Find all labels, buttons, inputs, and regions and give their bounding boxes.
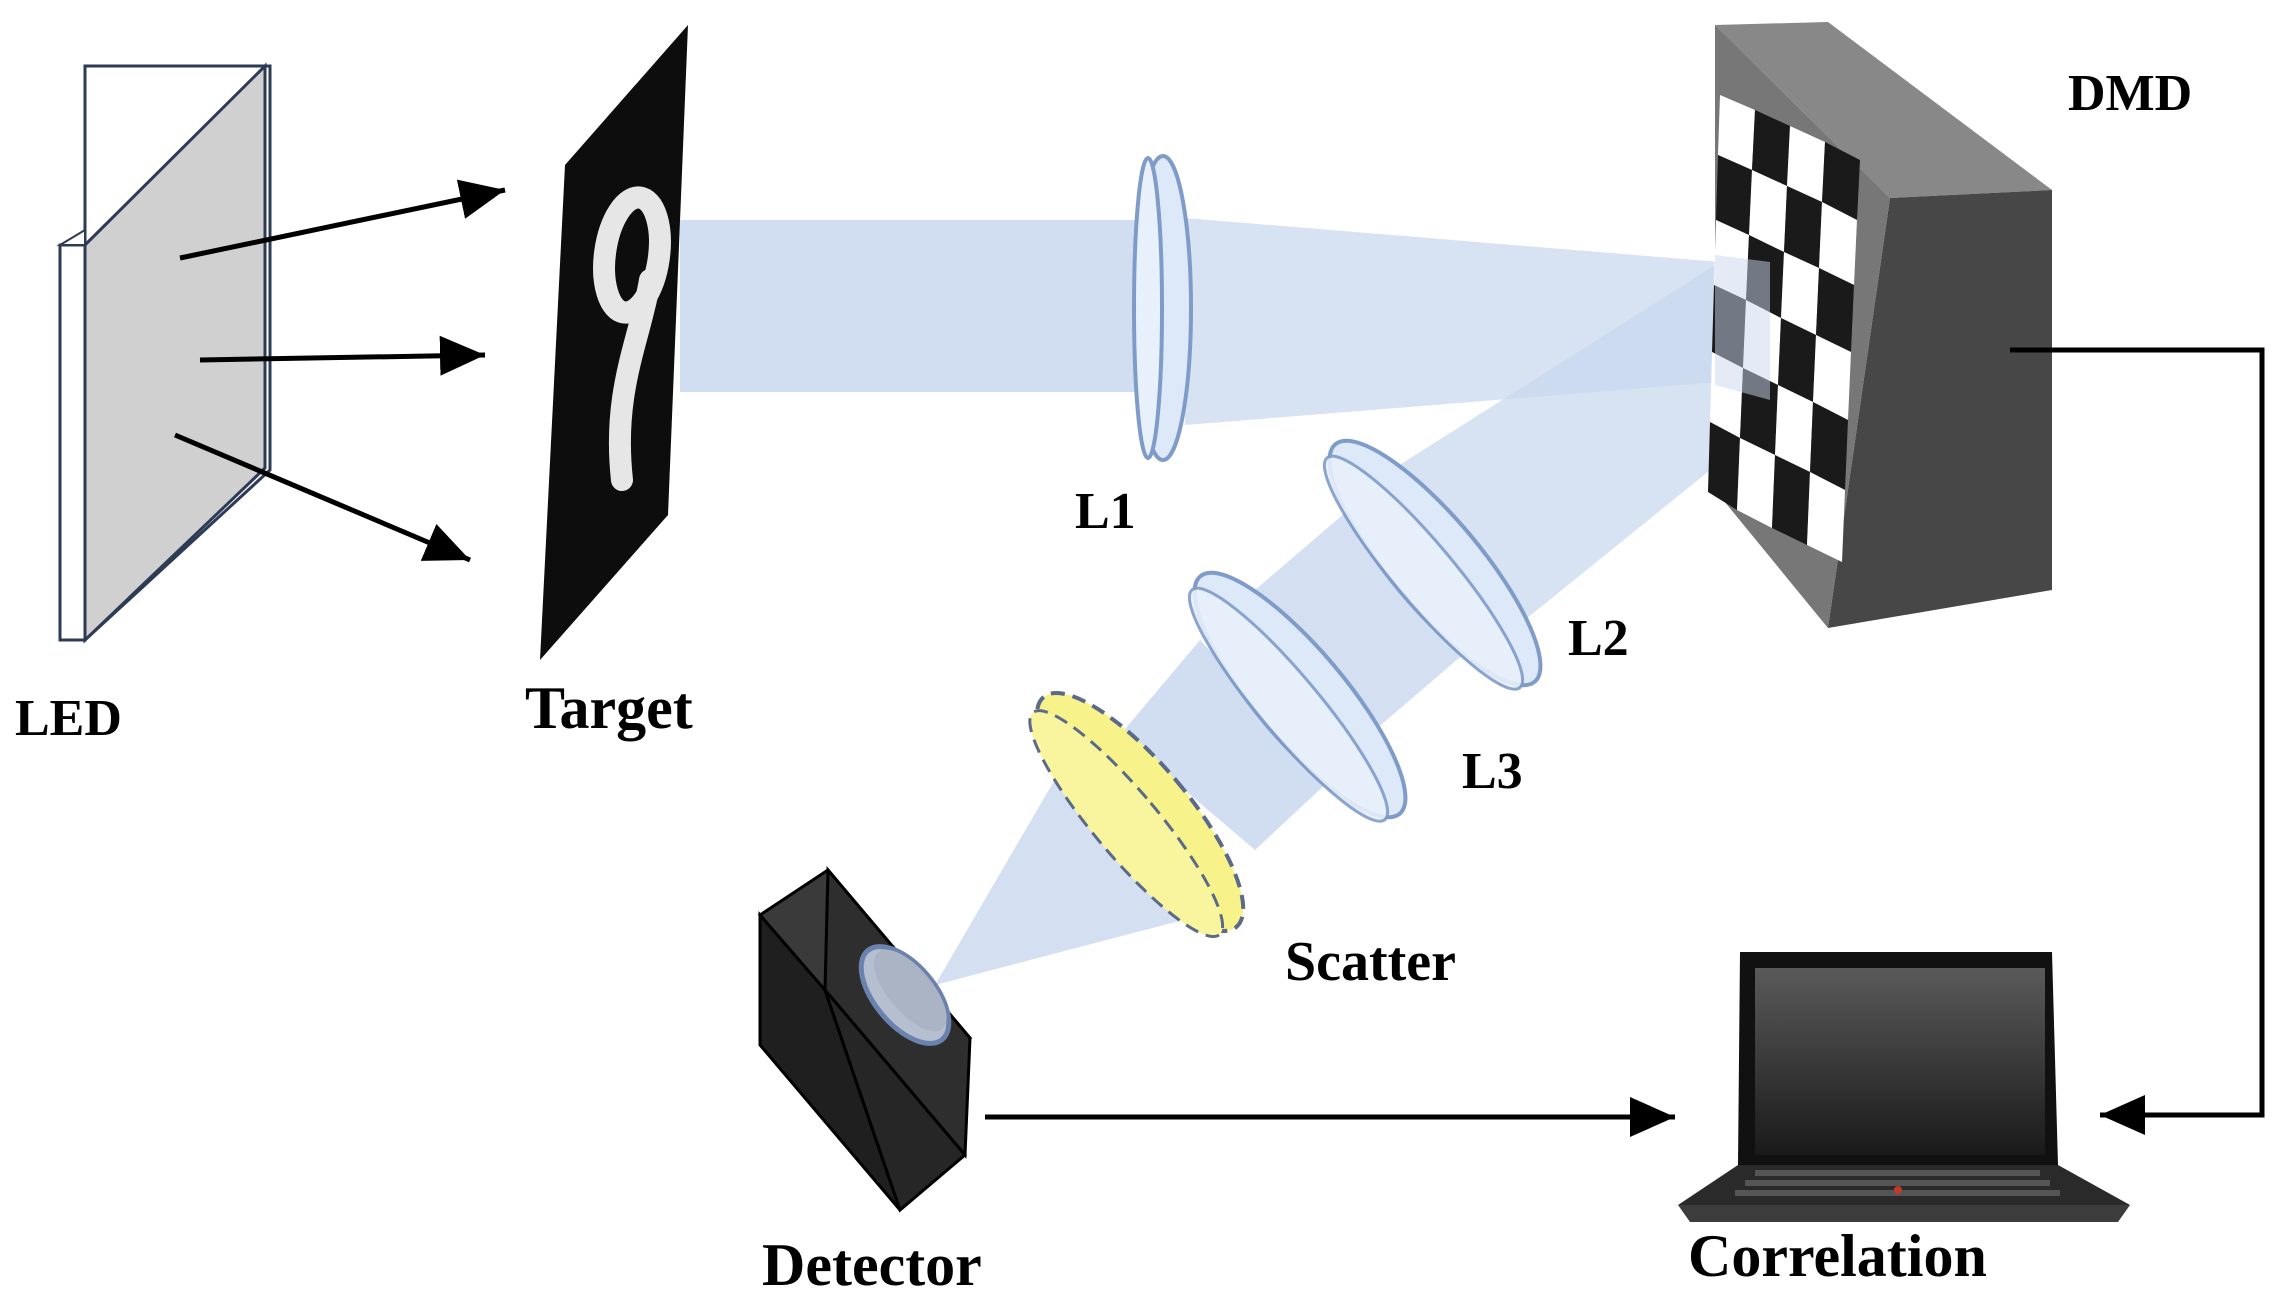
label-correlation: Correlation: [1688, 1223, 1987, 1289]
scatter-medium-icon: [1028, 691, 1246, 939]
laptop-icon: [1678, 952, 2130, 1222]
dmd-to-laptop-line: [2010, 347, 2265, 1135]
labels: LED Target L1 L2 L3 DMD Scatter Detector…: [15, 65, 2192, 1298]
beam-target-to-l1: [680, 220, 1135, 392]
label-led: LED: [15, 690, 122, 747]
led-arrow-top: [179, 179, 506, 261]
lens-l3-icon: [1187, 570, 1408, 823]
lens-l2-icon: [1322, 438, 1543, 691]
label-detector: Detector: [762, 1232, 982, 1298]
lens-l1-icon: [1132, 154, 1193, 462]
label-l3: L3: [1462, 743, 1523, 800]
label-l1: L1: [1075, 483, 1136, 540]
led-emission-arrows: [174, 179, 506, 563]
target-digit-icon: [540, 25, 688, 660]
dmd-mirror-array-icon: [1708, 22, 2052, 628]
beam-scatter-to-detector: [935, 745, 1240, 985]
detector-camera-icon: [757, 866, 973, 1213]
led-panel-icon: [56, 62, 272, 644]
label-target: Target: [525, 675, 693, 741]
label-l2: L2: [1568, 610, 1629, 667]
led-arrow-bottom: [174, 432, 471, 563]
led-arrow-middle: [199, 335, 486, 376]
beam-l3-to-scatter: [1120, 640, 1330, 850]
label-dmd: DMD: [2068, 65, 2192, 122]
label-scatter: Scatter: [1285, 931, 1456, 993]
